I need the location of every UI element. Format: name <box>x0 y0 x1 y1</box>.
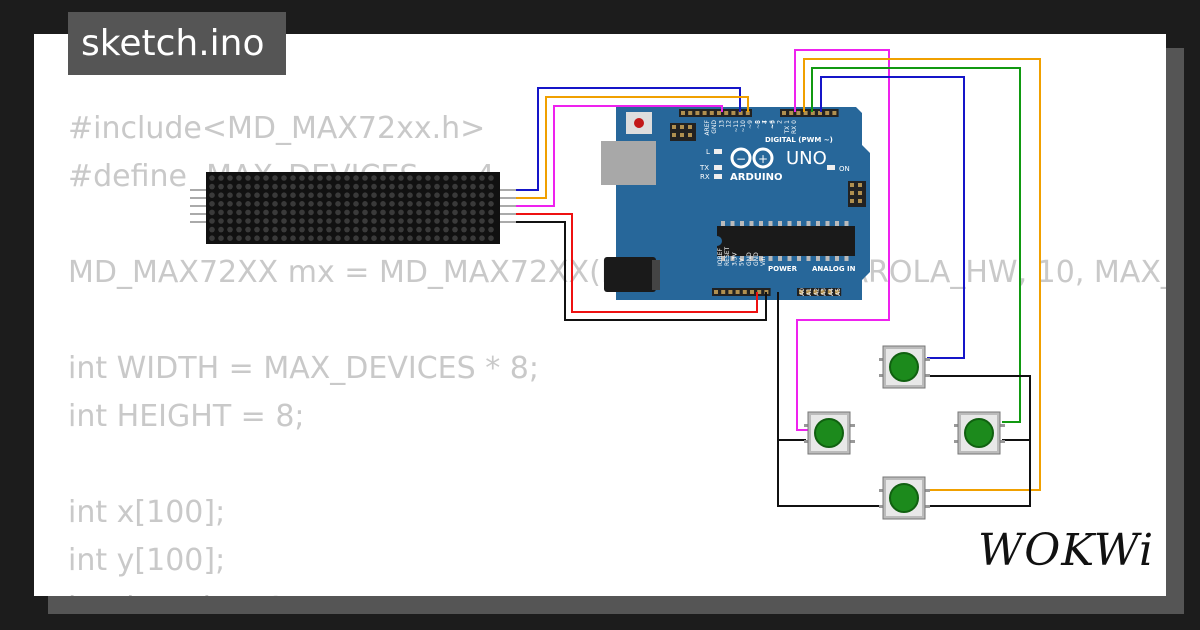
power-jack <box>604 257 656 292</box>
wire <box>516 213 758 313</box>
svg-text:TX 1: TX 1 <box>784 120 791 135</box>
wire <box>777 440 880 507</box>
svg-text:4: 4 <box>762 120 769 124</box>
analog-label: ANALOG IN <box>812 265 856 273</box>
svg-text:−: − <box>736 152 746 166</box>
svg-text:A0: A0 <box>799 288 806 296</box>
code-line: int x[100]; <box>68 495 226 530</box>
code-line: int WIDTH = MAX_DEVICES * 8; <box>68 351 539 386</box>
svg-text:+: + <box>758 152 768 166</box>
svg-text:A2: A2 <box>813 288 820 296</box>
wires <box>516 49 1041 507</box>
push-button[interactable] <box>804 411 855 455</box>
svg-text:~3: ~3 <box>769 120 776 129</box>
wokwi-logo: WOKWi <box>978 525 1154 576</box>
svg-text:A1: A1 <box>806 288 813 296</box>
svg-text:5V: 5V <box>739 257 746 266</box>
board-brand: ARDUINO <box>730 172 782 183</box>
uno-logo: − + <box>730 147 774 169</box>
svg-text:~11: ~11 <box>733 120 740 133</box>
on-label: ON <box>839 165 850 173</box>
push-button[interactable] <box>954 411 1005 455</box>
digital-label: DIGITAL (PWM ~) <box>765 136 833 144</box>
led-matrix[interactable] <box>190 172 516 244</box>
svg-text:3.3V: 3.3V <box>731 251 738 266</box>
rx-label: RX <box>700 173 710 181</box>
atmega-chip <box>717 226 855 256</box>
svg-text:A5: A5 <box>835 288 842 296</box>
wire <box>777 292 806 441</box>
power-label: POWER <box>768 265 798 273</box>
code-line: int y[100]; <box>68 543 226 578</box>
arduino-board[interactable]: − + UNO ARDUINO ON L TX RX DIGITAL (PWM … <box>601 107 870 300</box>
wire <box>794 49 890 431</box>
wokwi-logo-text: WOKWi <box>978 525 1155 576</box>
tx-label: TX <box>699 164 709 172</box>
svg-text:~5: ~5 <box>755 120 762 129</box>
board-name: UNO <box>786 148 827 169</box>
code-line: #include<MD_MAX72xx.h> <box>68 111 486 146</box>
svg-text:A4: A4 <box>828 288 835 296</box>
svg-text:AREF: AREF <box>704 119 711 135</box>
svg-text:12: 12 <box>726 120 733 128</box>
svg-text:2: 2 <box>777 120 784 124</box>
wire <box>811 67 1021 423</box>
wire <box>927 440 1031 507</box>
svg-text:Vin: Vin <box>760 256 767 266</box>
svg-text:~10: ~10 <box>740 120 747 133</box>
wire <box>927 375 1031 441</box>
svg-text:IOREF: IOREF <box>717 248 724 266</box>
wire <box>516 96 749 199</box>
push-button[interactable] <box>879 476 930 520</box>
svg-text:~6: ~6 <box>769 120 776 129</box>
svg-text:A3: A3 <box>821 288 828 296</box>
code-line: int length = 1; <box>68 585 1166 596</box>
svg-text:GND: GND <box>753 252 760 266</box>
svg-text:7: 7 <box>762 120 769 124</box>
svg-text:RESET: RESET <box>724 246 731 266</box>
wire <box>516 105 723 207</box>
wire <box>516 221 767 321</box>
svg-text:RX 0: RX 0 <box>791 120 798 134</box>
wire <box>820 76 965 359</box>
svg-text:8: 8 <box>754 120 761 124</box>
svg-text:GND: GND <box>711 120 718 134</box>
code-line: int HEIGHT = 8; <box>68 399 305 434</box>
svg-text:~9: ~9 <box>747 120 754 129</box>
file-tab[interactable]: sketch.ino <box>68 12 286 75</box>
wire <box>803 58 1041 491</box>
push-button[interactable] <box>879 345 930 389</box>
l-label: L <box>706 148 710 156</box>
svg-text:GND: GND <box>746 252 753 266</box>
svg-text:13: 13 <box>718 120 725 128</box>
usb-port <box>601 141 656 185</box>
